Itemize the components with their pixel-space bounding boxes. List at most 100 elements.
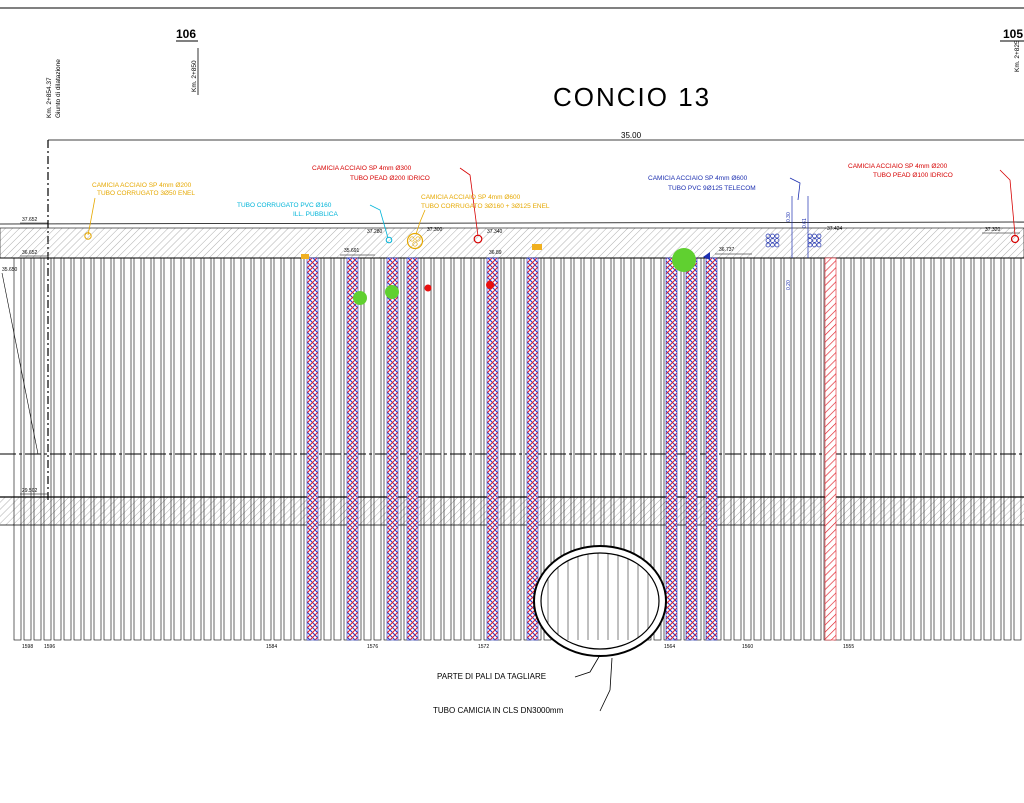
pile xyxy=(503,257,512,641)
elev-e2: 37.300 xyxy=(427,227,443,233)
pile xyxy=(843,257,852,641)
pile-red-hatched xyxy=(824,257,837,641)
pile xyxy=(803,257,812,641)
pile xyxy=(983,257,992,641)
km-label-joint: Km. 2+854.37 xyxy=(46,77,53,118)
pile xyxy=(783,257,792,641)
station-right: 105 xyxy=(1003,27,1023,41)
pile xyxy=(263,257,272,641)
telecom-duct xyxy=(774,242,780,248)
pile xyxy=(923,257,932,641)
elev-e4: 35.691 xyxy=(344,248,360,254)
pile-crosshatched xyxy=(306,257,319,641)
section-title: CONCIO 13 xyxy=(553,82,711,112)
pile xyxy=(133,257,142,641)
pile xyxy=(223,257,232,641)
pile xyxy=(183,257,192,641)
utility-1-line2: TUBO CORRUGATO 3Ø50 ENEL xyxy=(97,190,195,197)
pile xyxy=(993,257,1002,641)
pile xyxy=(373,257,382,641)
elev-e8: 37.320 xyxy=(985,227,1001,233)
telecom-duct xyxy=(765,233,771,239)
telecom-duct xyxy=(774,238,780,243)
pile xyxy=(953,257,962,641)
pile-number: 1596 xyxy=(44,644,55,650)
utility-2-line2: ILL. PUBBLICA xyxy=(293,211,338,218)
annotation-casing-tube: TUBO CAMICIA IN CLS DN3000mm xyxy=(433,706,564,715)
pile xyxy=(153,257,162,641)
utility-4-line1: CAMICIA ACCIAIO SP 4mm Ø600 xyxy=(421,194,521,201)
pile-number: 1576 xyxy=(367,644,378,650)
utility-5-line1: CAMICIA ACCIAIO SP 4mm Ø600 xyxy=(648,175,748,182)
pile xyxy=(273,257,282,641)
telecom-duct xyxy=(770,242,775,248)
pile xyxy=(293,257,302,641)
pile xyxy=(813,257,822,641)
pile xyxy=(53,257,62,641)
pile-crosshatched xyxy=(685,257,698,641)
pile-crosshatched xyxy=(486,257,499,641)
pile xyxy=(913,257,922,641)
pile xyxy=(933,257,942,641)
pile xyxy=(453,257,462,641)
pile-crosshatched xyxy=(406,257,419,641)
pile xyxy=(13,257,22,641)
pile xyxy=(973,257,982,641)
pile xyxy=(163,257,172,641)
pile xyxy=(443,257,452,641)
pile xyxy=(233,257,242,641)
station-left: 106 xyxy=(176,27,196,41)
red-marker-2 xyxy=(486,281,494,289)
pile xyxy=(193,257,202,641)
casing-tube-inner xyxy=(540,552,660,650)
pile-crosshatched xyxy=(386,257,399,641)
elev-e7: 37.424 xyxy=(827,226,843,232)
pile xyxy=(1003,257,1012,641)
telecom-duct xyxy=(770,233,775,239)
green-marker-2 xyxy=(385,285,399,299)
pile-number: 1572 xyxy=(478,644,489,650)
dim-blue-3: 0.20 xyxy=(786,280,792,290)
pile-crosshatched xyxy=(526,257,539,641)
pile xyxy=(103,257,112,641)
telecom-duct xyxy=(774,233,780,239)
pile xyxy=(63,257,72,641)
green-marker-large xyxy=(672,248,696,272)
pile xyxy=(433,257,442,641)
pile xyxy=(93,257,102,641)
pile xyxy=(43,257,52,641)
utility-4-line2: TUBO CORRUGATO 3Ø160 + 3Ø125 ENEL xyxy=(421,203,550,210)
telecom-duct xyxy=(765,242,771,248)
green-marker-1 xyxy=(353,291,367,305)
pile xyxy=(763,257,772,641)
marker-orange-2 xyxy=(532,244,542,250)
utility-enel-600: CAMICIA ACCIAIO SP 4mm Ø600 TUBO CORRUGA… xyxy=(406,194,550,250)
pile xyxy=(143,257,152,641)
telecom-duct xyxy=(765,238,771,243)
red-marker-1 xyxy=(424,284,432,292)
utility-5-line2: TUBO PVC 9Ø125 TELECOM xyxy=(668,185,756,192)
pile xyxy=(243,257,252,641)
telecom-duct xyxy=(812,233,817,239)
pile xyxy=(363,257,372,641)
utility-idrico-300: CAMICIA ACCIAIO SP 4mm Ø300 TUBO PEAD Ø2… xyxy=(312,165,483,244)
pile xyxy=(423,257,432,641)
pile xyxy=(543,257,552,641)
pile-number: 1598 xyxy=(22,644,33,650)
telecom-duct xyxy=(770,238,775,243)
dim-blue-2: 0.61 xyxy=(802,218,808,228)
telecom-duct xyxy=(812,242,817,248)
marker-orange-1 xyxy=(301,254,309,259)
pile xyxy=(883,257,892,641)
annotation-cut-piles: PARTE DI PALI DA TAGLIARE xyxy=(437,672,546,681)
pile-crosshatched xyxy=(665,257,678,641)
pile xyxy=(123,257,132,641)
pile-number: 1560 xyxy=(742,644,753,650)
pile xyxy=(853,257,862,641)
pile xyxy=(173,257,182,641)
elev-top-left: 37.652 xyxy=(22,217,38,223)
pile xyxy=(513,257,522,641)
pile xyxy=(213,257,222,641)
pile xyxy=(23,257,32,641)
